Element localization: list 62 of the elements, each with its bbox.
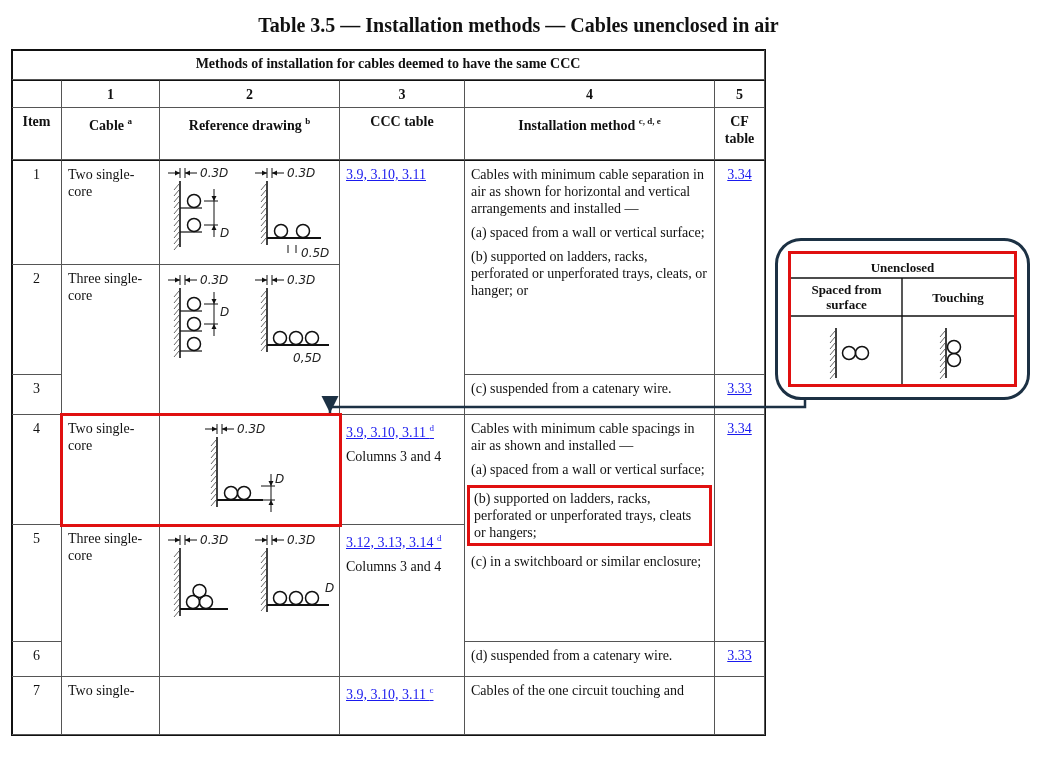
column-header: Cable $^{a}$ <box>89 117 132 133</box>
column-header: CCC table <box>370 114 434 129</box>
column-header: CF table <box>724 114 755 146</box>
table-link: 3.9, 3.10, 3.11 $^{c}$ <box>346 686 434 702</box>
callout-bubble <box>775 238 1030 400</box>
cable-type-text: Two single-core <box>68 421 135 453</box>
highlight-box <box>60 413 342 527</box>
cable-type-text: Two single- <box>68 683 135 698</box>
dimension-label: 0.3D <box>200 534 229 547</box>
cable-type-text: Three single-core <box>68 531 143 563</box>
dimension-label: D <box>275 473 285 486</box>
column-number: 3 <box>398 87 406 102</box>
method-text: (a) spaced from a wall or vertical surface; <box>471 225 705 240</box>
highlight-box <box>467 485 712 546</box>
column-reference-text: Columns 3 and 4 <box>346 448 442 464</box>
item-number: 2 <box>33 271 40 286</box>
dimension-label: D <box>325 582 335 595</box>
item-number: 4 <box>33 421 40 436</box>
dimension-label: 0.3D <box>287 167 316 180</box>
column-reference-text: Columns 3 and 4 <box>346 558 442 574</box>
dimension-label: 0.3D <box>287 534 316 547</box>
table-heading: Methods of installation for cables deemed to have the same CCC <box>195 56 581 71</box>
item-number: 6 <box>33 648 40 663</box>
table-link: 3.33 <box>727 381 752 396</box>
cable-type-text: Three single-core <box>68 271 143 303</box>
dimension-label: D <box>220 306 230 319</box>
table-link: 3.12, 3.13, 3.14 $^{d}$ <box>346 534 442 550</box>
column-number: 1 <box>107 87 114 102</box>
method-text: Cables with minimum cable separation in air as shown for horizontal and vertical arrangements and installed — <box>471 167 704 216</box>
table-link: 3.9, 3.10, 3.11 <box>346 167 426 182</box>
dimension-label: 0.3D <box>200 274 229 287</box>
method-text: Cables of the one circuit touching and <box>471 683 685 698</box>
dimension-label: 0.3D <box>237 423 266 436</box>
arrow <box>321 395 807 413</box>
item-number: 5 <box>33 531 40 546</box>
column-header: Installation method $^{c, d, e}$ <box>518 117 661 133</box>
method-text: Cables with minimum cable spacings in air as shown and installed — <box>471 421 695 453</box>
method-text: (c) suspended from a catenary wire. <box>471 381 672 396</box>
column-header: Touching <box>932 289 984 305</box>
table-title: Table 3.5 — Installation methods — Cables unenclosed in air <box>258 14 779 36</box>
item-number: 7 <box>33 683 40 698</box>
method-text: (d) suspended from a catenary wire. <box>471 648 673 663</box>
column-number: 5 <box>736 87 743 102</box>
table-link: 3.33 <box>727 648 752 663</box>
method-text: (b) supported on ladders, racks, perforated or unperforated trays, cleats, or hanger; or <box>471 249 707 298</box>
method-text: (b) supported on ladders, racks, perforated or unperforated trays, cleats or hangers; <box>474 490 693 541</box>
dimension-label: 0.3D <box>200 167 229 180</box>
item-number: 3 <box>33 381 40 396</box>
dimension-label: 0.5D <box>301 247 330 260</box>
column-header: Reference drawing $^{b}$ <box>188 117 311 133</box>
column-header: Spaced from surface <box>810 282 883 312</box>
dimension-label: 0.3D <box>287 274 316 287</box>
dimension-label: 0,5D <box>293 352 322 365</box>
dimension-label: D <box>220 227 230 240</box>
cable-type-text: Two single-core <box>68 167 135 199</box>
column-header: Item <box>22 114 51 129</box>
table-link: 3.34 <box>727 167 752 182</box>
column-header: Unenclosed <box>870 259 935 275</box>
column-number: 4 <box>586 87 593 102</box>
item-number: 1 <box>33 167 40 182</box>
table-link: 3.34 <box>727 421 752 436</box>
column-number: 2 <box>246 87 253 102</box>
